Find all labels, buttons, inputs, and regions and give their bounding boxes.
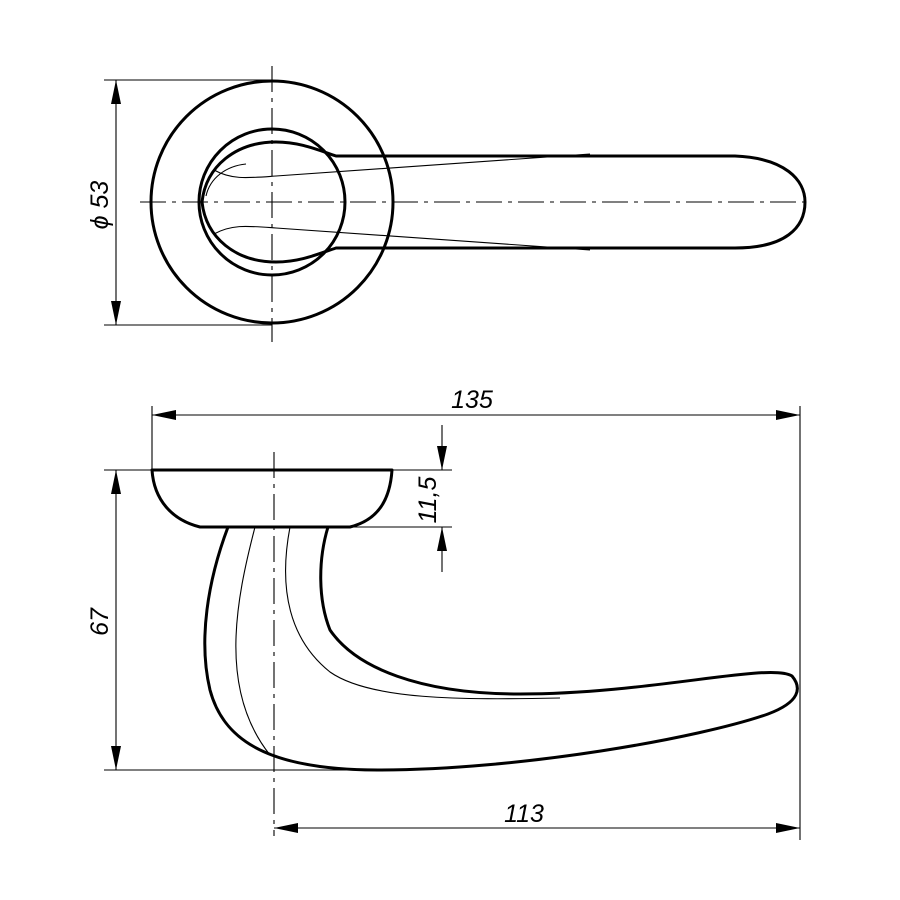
top-view: ϕ 53 <box>86 66 812 342</box>
lever-side-inner-curve-right <box>285 526 561 700</box>
total-length-label: 135 <box>451 386 493 414</box>
diameter-label: ϕ 53 <box>86 181 114 230</box>
dia-arrow-top <box>111 80 121 104</box>
h67-arrow-bottom <box>111 746 121 770</box>
side-view: 135 11,5 67 113 <box>86 386 801 840</box>
lever-top-neck-curve <box>205 163 247 197</box>
len135-arrow-right <box>776 410 800 420</box>
h115-arrow-bottom <box>437 527 447 551</box>
h67-arrow-top <box>111 470 121 494</box>
lever-drop-label: 67 <box>86 607 114 636</box>
h115-arrow-top <box>437 446 447 470</box>
rose-side-outline <box>150 468 394 529</box>
dia-arrow-bottom <box>111 301 121 325</box>
len113-arrow-left <box>274 823 298 833</box>
lever-side-inner-curve-left <box>235 526 271 756</box>
lever-top-highlight-upper <box>213 153 591 179</box>
len113-arrow-right <box>776 823 800 833</box>
rose-height-label: 11,5 <box>414 477 442 524</box>
lever-reach-label: 113 <box>504 800 544 828</box>
lever-side-outline <box>203 525 799 772</box>
lever-top-highlight-lower <box>213 225 591 251</box>
len135-arrow-left <box>152 410 176 420</box>
